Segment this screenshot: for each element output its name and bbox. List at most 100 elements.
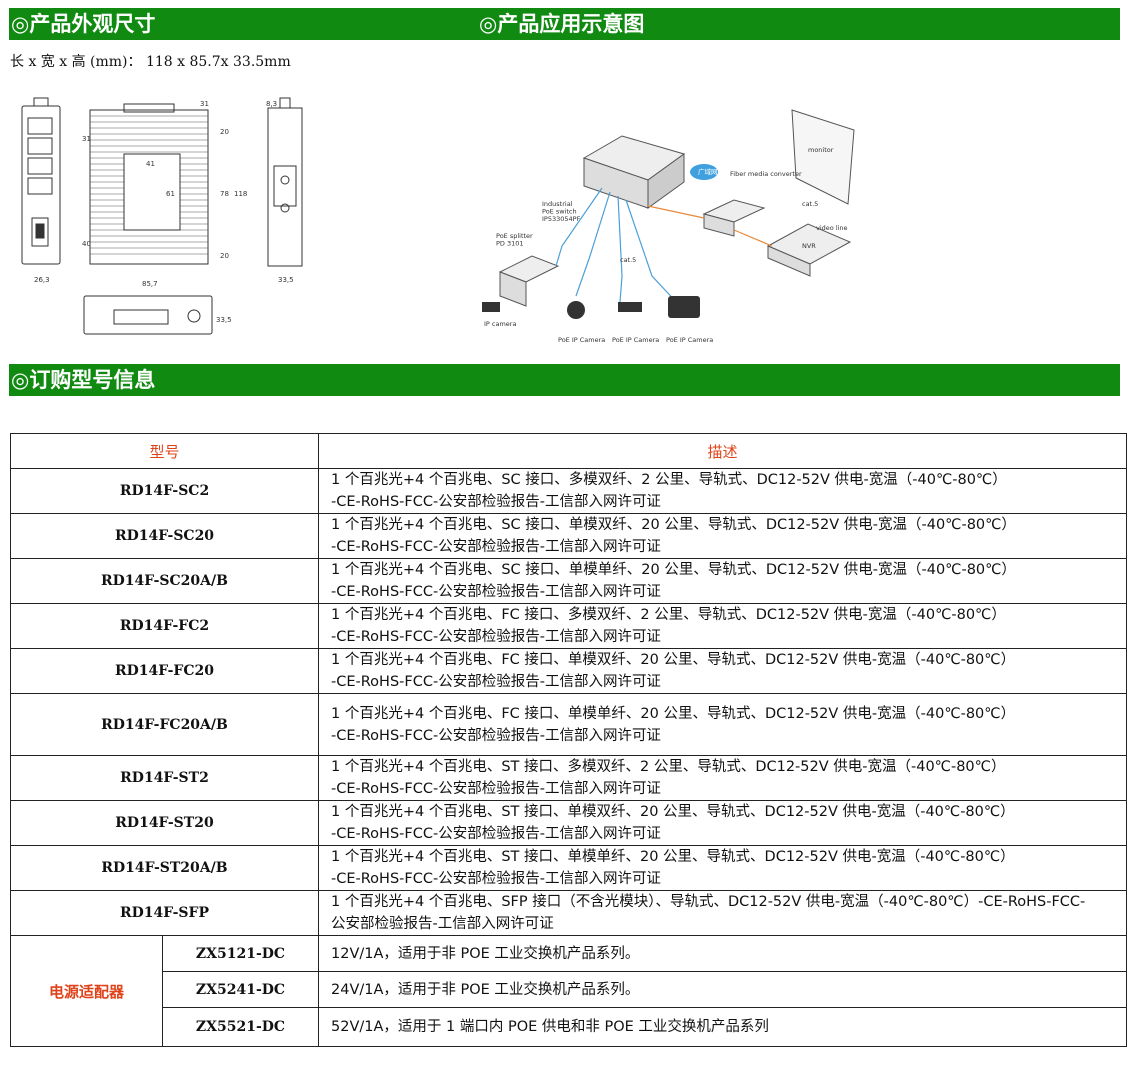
label-cat5b: cat.5: [802, 200, 818, 208]
description-line-2: -CE-RoHS-FCC-公安部检验报告-工信部入网许可证: [331, 826, 661, 842]
label-d83: 8,3: [266, 100, 277, 108]
dimensions-text: 长 x 宽 x 高 (mm)： 118 x 85.7x 33.5mm: [10, 54, 291, 70]
monitor-shape: [791, 109, 855, 205]
adapter-description-cell: 12V/1A，适用于非 POE 工业交换机产品系列。: [318, 935, 1127, 972]
camera-icon-2: [567, 301, 585, 319]
description-line-2: -CE-RoHS-FCC-公安部检验报告-工信部入网许可证: [331, 727, 661, 744]
label-monitor: monitor: [808, 146, 834, 154]
header-bar-ordering: ◎订购型号信息: [9, 364, 1120, 396]
label-cam3: PoE IP Camera: [612, 336, 659, 344]
label-d263: 26,3: [34, 276, 50, 284]
table-row: RD14F-ST20 1 个百兆光+4 个百兆电、ST 接口、单模双纤、20 公里…: [10, 800, 1127, 846]
header-bar-top: ◎产品外观尺寸 ◎产品应用示意图: [9, 8, 1120, 40]
table-header-row: 型号 描述: [10, 433, 1127, 469]
label-d20a: 20: [220, 128, 229, 136]
camera-icon-4: [668, 296, 700, 318]
description-line-2: -CE-RoHS-FCC-公安部检验报告-工信部入网许可证: [331, 781, 661, 797]
label-cam2: PoE IP Camera: [558, 336, 605, 344]
model-cell: RD14F-SC20: [10, 513, 319, 559]
label-d335b: 33,5: [216, 316, 232, 324]
description-cell: 1 个百兆光+4 个百兆电、ST 接口、单模单纤、20 公里、导轨式、DC12-…: [318, 845, 1127, 891]
label-d40: 40: [82, 240, 91, 248]
label-cloud: 广域网: [698, 167, 718, 176]
description-line-1: 1 个百兆光+4 个百兆电、ST 接口、单模双纤、20 公里、导轨式、DC12-…: [331, 804, 1015, 820]
adapter-label-cell: 电源适配器: [10, 935, 163, 1047]
table-row: RD14F-SC20A/B 1 个百兆光+4 个百兆电、SC 接口、单模单纤、20…: [10, 558, 1127, 604]
cloud-icon: [690, 164, 718, 180]
adapter-description-cell: 24V/1A，适用于非 POE 工业交换机产品系列。: [318, 971, 1127, 1008]
bottom-view: [83, 295, 213, 335]
product-drawings: 31 41 61 20 78 118 20 31 40 26,3 85,7 33…: [21, 97, 247, 335]
body-view: [89, 109, 209, 265]
adapter-model-cell: ZX5121-DC: [162, 935, 319, 972]
description-line-1: 1 个百兆光+4 个百兆电、FC 接口、单模双纤、20 公里、导轨式、DC12-…: [331, 652, 1016, 668]
label-d31b: 31: [200, 100, 209, 108]
description-line-2: 公安部检验报告-工信部入网许可证: [331, 916, 554, 932]
description-line-2: -CE-RoHS-FCC-公安部检验报告-工信部入网许可证: [331, 629, 661, 645]
description-cell: 1 个百兆光+4 个百兆电、SC 接口、单模单纤、20 公里、导轨式、DC12-…: [318, 558, 1127, 604]
description-cell: 1 个百兆光+4 个百兆电、ST 接口、多模双纤、2 公里、导轨式、DC12-5…: [318, 755, 1127, 801]
table-row: RD14F-SC20 1 个百兆光+4 个百兆电、SC 接口、单模双纤、20 公里…: [10, 513, 1127, 559]
model-cell: RD14F-SFP: [10, 890, 319, 936]
description-line-1: 1 个百兆光+4 个百兆电、SC 接口、单模双纤、20 公里、导轨式、DC12-…: [331, 517, 1016, 533]
label-d335: 33,5: [278, 276, 294, 284]
label-cam1: IP camera: [484, 320, 516, 328]
label-d20b: 20: [220, 252, 229, 260]
camera-icon-3: [618, 302, 642, 312]
model-cell: RD14F-SC2: [10, 468, 319, 514]
table-row: RD14F-FC20 1 个百兆光+4 个百兆电、FC 接口、单模双纤、20 公里…: [10, 648, 1127, 694]
description-cell: 1 个百兆光+4 个百兆电、FC 接口、单模双纤、20 公里、导轨式、DC12-…: [318, 648, 1127, 694]
description-line-2: -CE-RoHS-FCC-公安部检验报告-工信部入网许可证: [331, 539, 661, 555]
adapter-model-cell: ZX5241-DC: [162, 971, 319, 1008]
description-cell: 1 个百兆光+4 个百兆电、SC 接口、多模双纤、2 公里、导轨式、DC12-5…: [318, 468, 1127, 514]
ordering-table: 型号 描述 RD14F-SC2 1 个百兆光+4 个百兆电、SC 接口、多模双纤、…: [10, 433, 1127, 1047]
label-d41: 41: [146, 160, 155, 168]
label-nvr: NVR: [802, 242, 816, 250]
column-header-desc: 描述: [318, 433, 1127, 469]
application-header: ◎产品应用示意图: [479, 12, 645, 36]
description-line-1: 1 个百兆光+4 个百兆电、ST 接口、多模双纤、2 公里、导轨式、DC12-5…: [331, 759, 1006, 775]
ordering-header: ◎订购型号信息: [11, 368, 156, 392]
description-cell: 1 个百兆光+4 个百兆电、ST 接口、单模双纤、20 公里、导轨式、DC12-…: [318, 800, 1127, 846]
label-d61: 61: [166, 190, 175, 198]
label-d78: 78: [220, 190, 229, 198]
description-line-1: 1 个百兆光+4 个百兆电、FC 接口、单模单纤、20 公里、导轨式、DC12-…: [331, 705, 1016, 722]
label-d857: 85,7: [142, 280, 158, 288]
label-cam4: PoE IP Camera: [666, 336, 713, 344]
side-view-drawing: 8,3 33,5: [266, 97, 303, 284]
description-cell: 1 个百兆光+4 个百兆电、SC 接口、单模双纤、20 公里、导轨式、DC12-…: [318, 513, 1127, 559]
description-line-1: 1 个百兆光+4 个百兆电、SC 接口、多模双纤、2 公里、导轨式、DC12-5…: [331, 472, 1007, 488]
label-d118: 118: [234, 190, 247, 198]
model-cell: RD14F-FC2: [10, 603, 319, 649]
adapter-description-cell: 52V/1A，适用于 1 端口内 POE 供电和非 POE 工业交换机产品系列: [318, 1007, 1127, 1047]
label-cat5a: cat.5: [620, 256, 636, 264]
model-cell: RD14F-ST20: [10, 800, 319, 846]
description-cell: 1 个百兆光+4 个百兆电、SFP 接口（不含光模块）、导轨式、DC12-52V…: [318, 890, 1127, 936]
model-cell: RD14F-ST2: [10, 755, 319, 801]
label-d31: 31: [82, 135, 91, 143]
dimensions-header: ◎产品外观尺寸: [11, 12, 156, 36]
description-line-2: -CE-RoHS-FCC-公安部检验报告-工信部入网许可证: [331, 871, 661, 887]
description-cell: 1 个百兆光+4 个百兆电、FC 接口、多模双纤、2 公里、导轨式、DC12-5…: [318, 603, 1127, 649]
camera-icon-1: [482, 302, 500, 312]
table-row: RD14F-SC2 1 个百兆光+4 个百兆电、SC 接口、多模双纤、2 公里、导…: [10, 468, 1127, 514]
label-video: video line: [816, 224, 848, 232]
table-row: RD14F-FC2 1 个百兆光+4 个百兆电、FC 接口、多模双纤、2 公里、导…: [10, 603, 1127, 649]
description-line-2: -CE-RoHS-FCC-公安部检验报告-工信部入网许可证: [331, 674, 661, 690]
model-cell: RD14F-SC20A/B: [10, 558, 319, 604]
description-cell: 1 个百兆光+4 个百兆电、FC 接口、单模单纤、20 公里、导轨式、DC12-…: [318, 693, 1127, 756]
description-line-1: 1 个百兆光+4 个百兆电、FC 接口、多模双纤、2 公里、导轨式、DC12-5…: [331, 607, 1006, 623]
column-header-model: 型号: [10, 433, 319, 469]
description-line-1: 1 个百兆光+4 个百兆电、SC 接口、单模单纤、20 公里、导轨式、DC12-…: [331, 562, 1016, 578]
description-line-2: -CE-RoHS-FCC-公安部检验报告-工信部入网许可证: [331, 584, 661, 600]
model-cell: RD14F-FC20: [10, 648, 319, 694]
